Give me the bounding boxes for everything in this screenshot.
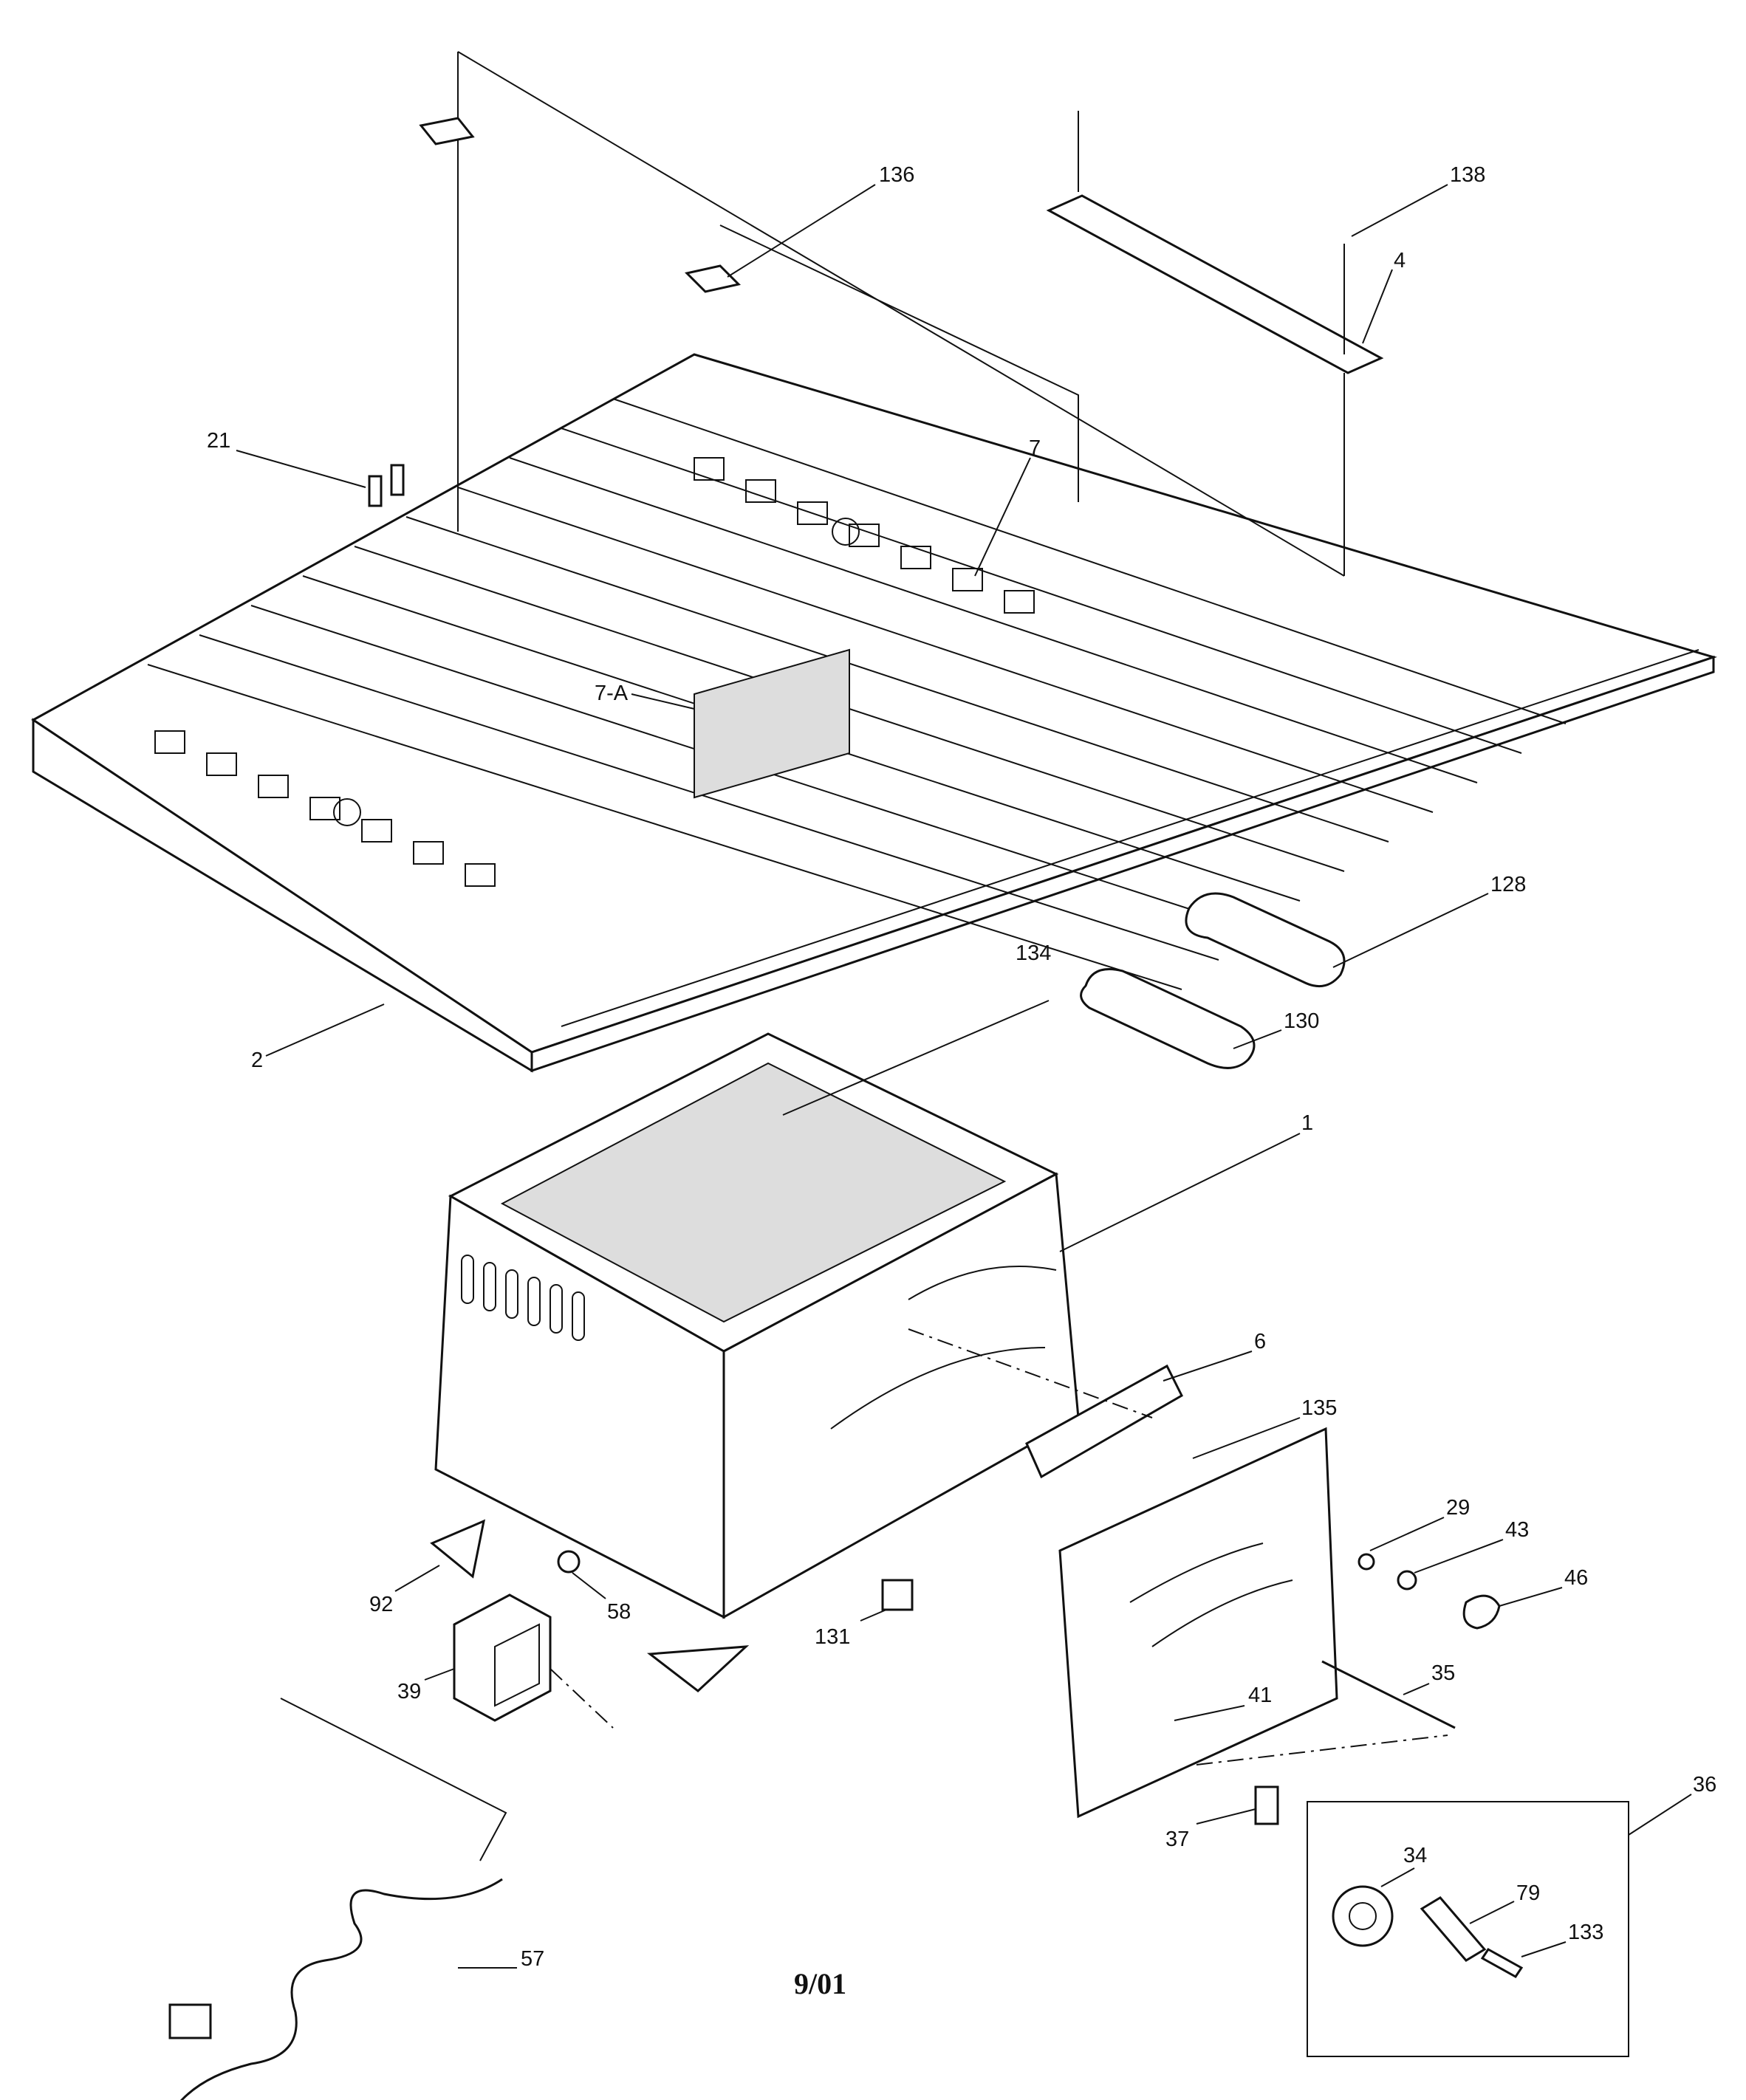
- label-29: 29: [1446, 1496, 1470, 1520]
- label-133: 133: [1568, 1921, 1603, 1944]
- part-29: [1358, 1553, 1375, 1571]
- label-1: 1: [1301, 1111, 1313, 1135]
- part-58: [557, 1550, 581, 1574]
- clip-upper: [419, 117, 475, 145]
- tilt-bracket: [1025, 1364, 1183, 1479]
- label-92: 92: [369, 1593, 393, 1616]
- label-6: 6: [1254, 1330, 1266, 1353]
- label-131: 131: [815, 1625, 850, 1649]
- label-130: 130: [1284, 1009, 1319, 1033]
- switch-131: [881, 1579, 914, 1611]
- part-37: [1254, 1785, 1279, 1825]
- label-43: 43: [1505, 1518, 1529, 1542]
- label-37: 37: [1165, 1828, 1189, 1851]
- wrench-128: [1185, 892, 1346, 988]
- label-41: 41: [1248, 1684, 1272, 1707]
- assembly-guideline: [457, 51, 1345, 577]
- handwheel-34: [1332, 1885, 1394, 1947]
- cabinet-base: [434, 1032, 1080, 1619]
- label-134: 134: [1016, 941, 1051, 965]
- front-panel: [1058, 1427, 1338, 1819]
- label-7-a: 7-A: [595, 682, 629, 705]
- leader-lines: [236, 184, 1692, 1969]
- label-128: 128: [1490, 873, 1526, 896]
- clip-136: [685, 264, 741, 293]
- label-136: 136: [879, 163, 914, 187]
- insert-plate: [1046, 194, 1384, 374]
- label-39: 39: [397, 1680, 421, 1703]
- lead-screw-35: [1321, 1660, 1456, 1729]
- screws-21: [368, 464, 405, 507]
- inset-box-36: [1307, 1801, 1629, 2057]
- triangle-lower: [646, 1645, 750, 1692]
- label-57: 57: [521, 1947, 544, 1971]
- label-46: 46: [1564, 1566, 1588, 1590]
- handle-79: [1420, 1896, 1487, 1962]
- label-4: 4: [1394, 249, 1406, 272]
- label-7: 7: [1029, 436, 1041, 460]
- table-top: [31, 353, 1717, 1073]
- label-2: 2: [251, 1049, 263, 1072]
- wrench-130: [1080, 968, 1256, 1069]
- power-cord-57: [180, 1878, 503, 2100]
- label-138: 138: [1450, 163, 1485, 187]
- label-34: 34: [1403, 1844, 1427, 1867]
- switch-box-39: [453, 1593, 552, 1722]
- label-35: 35: [1431, 1661, 1455, 1685]
- revision-date: 9/01: [794, 1967, 846, 2000]
- bolt-133: [1480, 1948, 1524, 1978]
- part-43: [1397, 1570, 1417, 1591]
- knob-46: [1462, 1594, 1501, 1630]
- label-79: 79: [1516, 1881, 1540, 1905]
- plug: [168, 2003, 212, 2039]
- triangle-92: [430, 1519, 486, 1579]
- label-58: 58: [607, 1600, 631, 1624]
- label-21: 21: [207, 429, 230, 453]
- label-36: 36: [1693, 1773, 1716, 1797]
- label-135: 135: [1301, 1396, 1337, 1420]
